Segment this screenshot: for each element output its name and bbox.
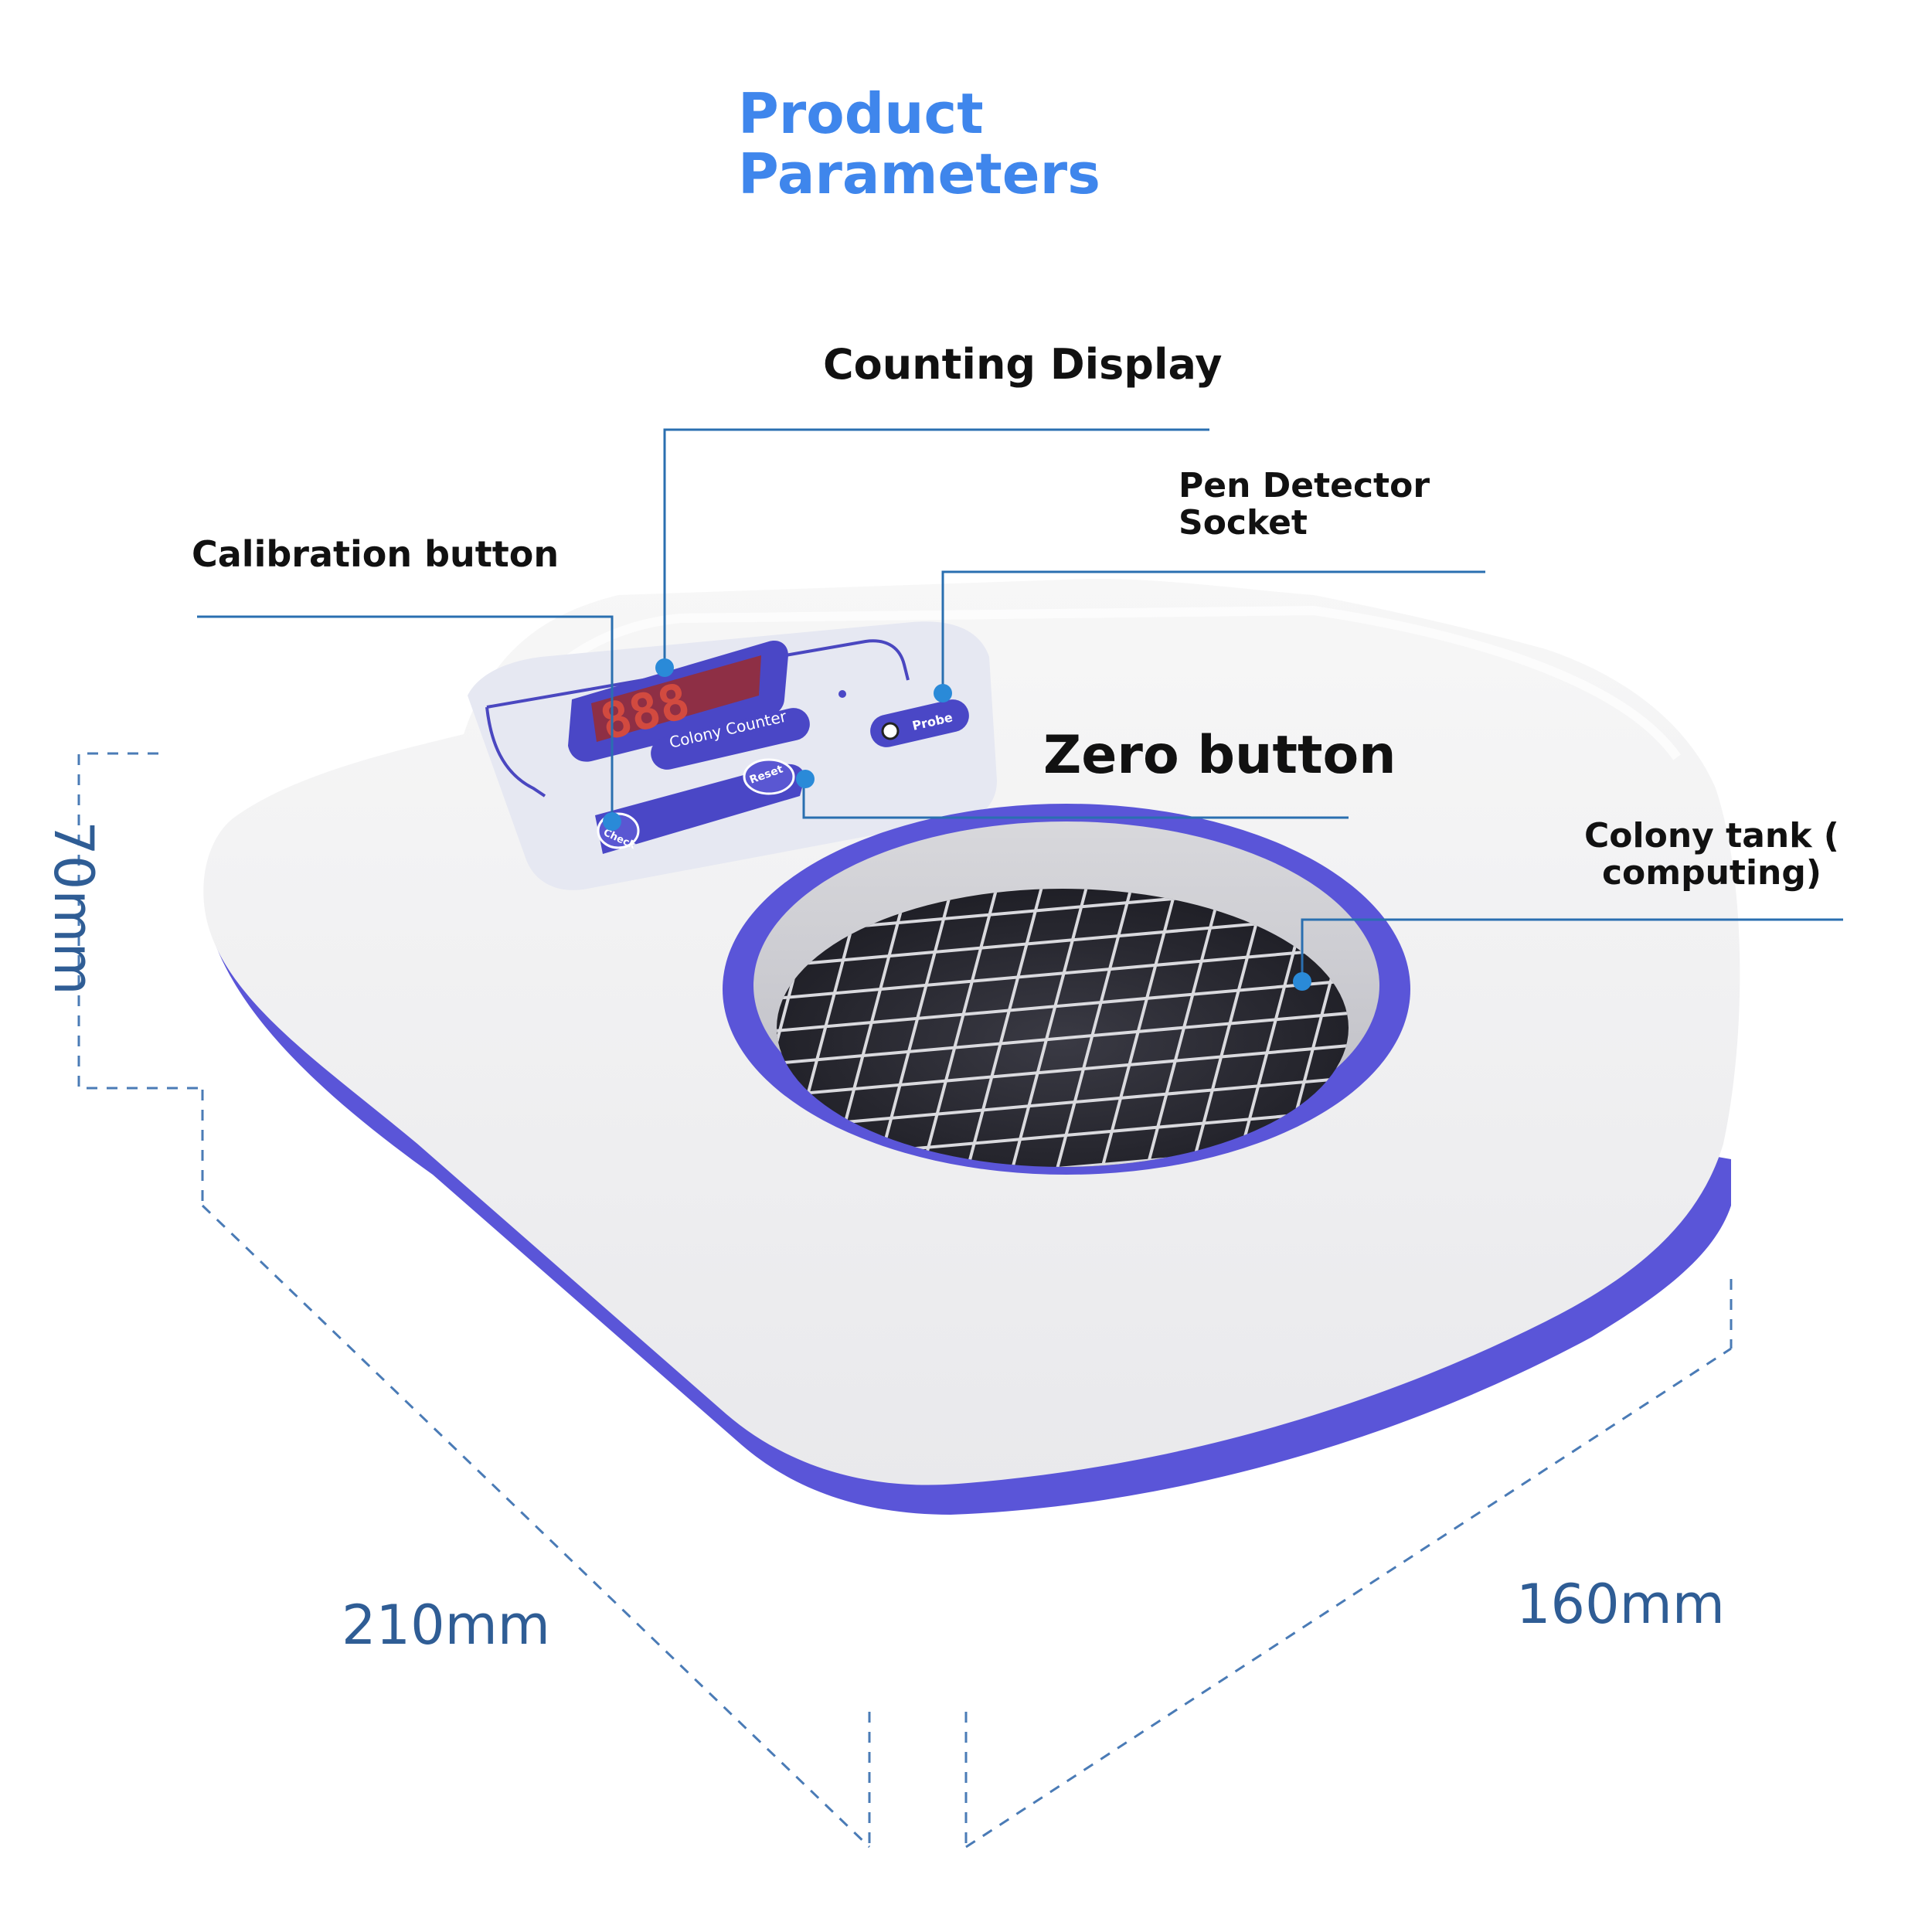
pen-detector-dot (934, 684, 952, 702)
length-dimension-line (201, 1204, 871, 1849)
pen-detector-label-line-2: Socket (1179, 503, 1308, 543)
colony-tank-dot (1293, 972, 1311, 991)
grid-line-v (1099, 889, 1179, 1167)
grid-line-h (777, 1074, 1349, 1131)
grid-line-h (777, 1042, 1349, 1099)
title-line-2: Parameters (738, 141, 1100, 206)
dimension-lines (77, 752, 1733, 1849)
pen-detector-label-line-1: Pen Detector (1179, 466, 1430, 505)
grid-line-h (777, 944, 1349, 1002)
height-dimension-line (77, 752, 202, 1090)
grid-line-v (920, 889, 1000, 1167)
grid-line-h (777, 977, 1349, 1034)
length-dimension-label: 210mm (342, 1594, 550, 1657)
pen-detector-label: Pen Detector Socket (1179, 468, 1430, 542)
callout-dots (603, 658, 1311, 991)
grid-line-v (964, 889, 1045, 1167)
page-title: Product Parameters (738, 83, 1100, 204)
colony-tank-label-line-1: Colony tank ( (1584, 816, 1839, 855)
zero-button-leader (802, 779, 1349, 819)
calibration-dot (603, 812, 621, 831)
reset-button[interactable] (743, 758, 795, 795)
control-panel-frame (485, 639, 910, 798)
indicator-dot (838, 690, 846, 698)
grid-line-h (777, 1009, 1349, 1066)
grid-line-v (1189, 889, 1269, 1167)
grid-line-v (875, 889, 955, 1167)
pen-detector-leader (941, 570, 1485, 692)
calibration-button-label: Calibration button (192, 533, 560, 575)
counting-display-leader (663, 428, 1209, 666)
colony-tank-label: Colony tank ( computing) (1584, 818, 1839, 892)
counting-display-led (591, 655, 761, 742)
width-dimension-label: 160mm (1516, 1573, 1725, 1636)
probe-socket[interactable] (881, 722, 900, 740)
title-line-1: Product (738, 81, 984, 146)
grid-line-v (1054, 889, 1134, 1167)
colony-tank-leader (1301, 918, 1843, 980)
colony-well-floor (777, 889, 1349, 1167)
zero-button-dot (796, 770, 815, 788)
height-dimension-label: 70mm (42, 821, 105, 995)
zero-button-label: Zero button (1043, 725, 1396, 786)
callout-lines (197, 428, 1843, 980)
colony-tank-label-line-2: computing) (1601, 853, 1821, 893)
calibration-leader (197, 615, 614, 819)
counting-display-label: Counting Display (823, 340, 1223, 389)
grid-line-v (1009, 889, 1090, 1167)
counting-display-dot (655, 658, 674, 677)
